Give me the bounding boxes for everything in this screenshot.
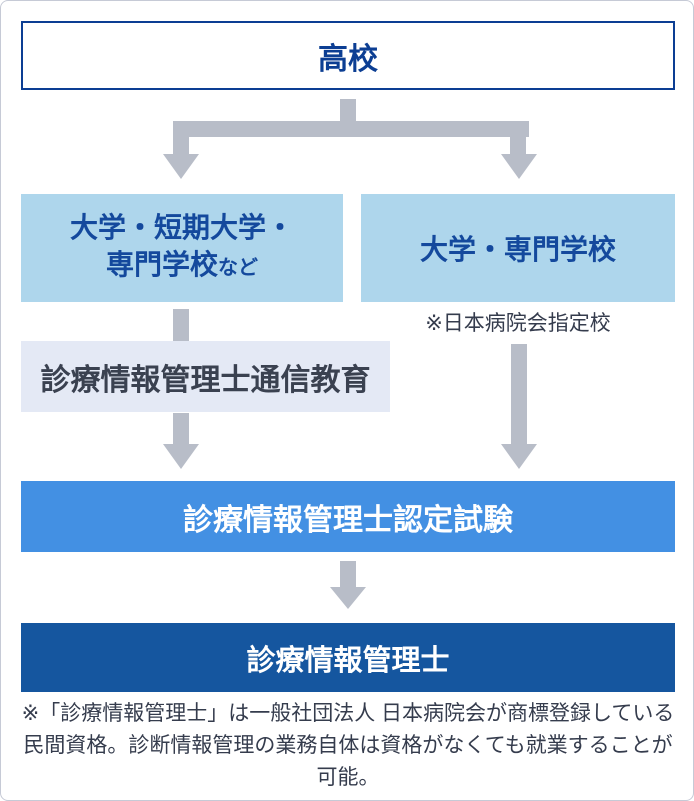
connector-stem: [173, 309, 189, 342]
certification-exam-box: 診療情報管理士認定試験: [21, 481, 675, 552]
highschool-label: 高校: [318, 42, 378, 76]
left-path-down-arrow-icon: [163, 413, 199, 469]
university-vocational-box: 大学・専門学校: [361, 194, 675, 302]
highschool-box: 高校: [21, 21, 675, 90]
designated-school-note: ※日本病院会指定校: [425, 312, 611, 335]
left-school-line1: 大学・短期大学・: [69, 212, 294, 243]
branch-split-arrow-icon: [163, 99, 537, 179]
exam-label: 診療情報管理士認定試験: [183, 503, 513, 537]
university-junior-college-box: 大学・短期大学・ 専門学校など: [21, 194, 343, 302]
correspondence-label: 診療情報管理士通信教育: [40, 363, 371, 397]
license-label: 診療情報管理士: [246, 644, 450, 677]
correspondence-education-box: 診療情報管理士通信教育: [21, 341, 390, 412]
right-school-label: 大学・専門学校: [419, 234, 616, 265]
footer-disclaimer-note: ※「診療情報管理士」は一般社団法人 日本病院会が商標登録している民間資格。診断情…: [21, 702, 675, 789]
license-box: 診療情報管理士: [21, 623, 675, 692]
right-path-down-arrow-icon: [501, 344, 537, 469]
exam-to-license-down-arrow-icon: [330, 561, 366, 609]
left-school-line2: 専門学校など: [105, 249, 258, 280]
left-school-suffix: など: [218, 257, 258, 279]
